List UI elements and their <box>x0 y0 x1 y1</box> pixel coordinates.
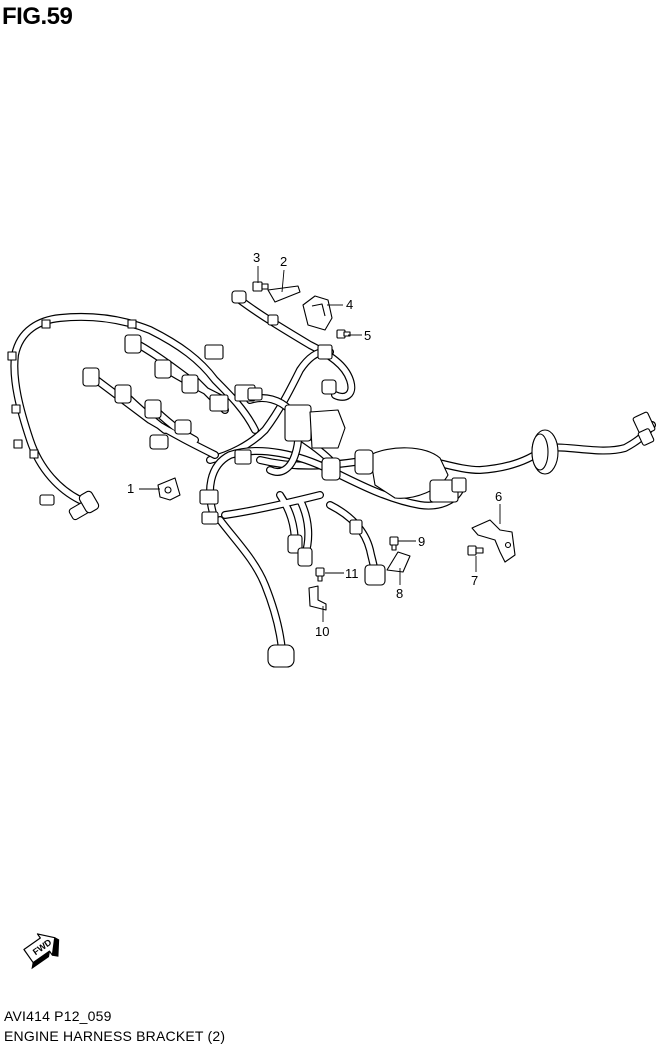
part-5-bolt <box>336 329 351 339</box>
part-7-bolt <box>467 545 484 556</box>
callout-11: 11 <box>345 566 359 581</box>
fwd-arrow-icon: FWD <box>23 933 60 970</box>
part-2-bracket <box>267 285 301 303</box>
callout-2: 2 <box>280 254 287 269</box>
callout-7: 7 <box>471 573 478 588</box>
leader-lines <box>139 266 501 622</box>
callout-9: 9 <box>418 534 425 549</box>
figure-name: ENGINE HARNESS BRACKET (2) <box>4 1028 226 1044</box>
part-4-bracket <box>302 295 333 331</box>
callout-labels: 1 2 3 4 5 6 7 8 9 10 11 <box>127 250 502 639</box>
callout-5: 5 <box>364 328 371 343</box>
bracket-parts <box>157 281 516 611</box>
part-8-bracket <box>386 551 411 573</box>
part-3-bolt <box>252 281 269 292</box>
figure-code: AVI414 P12_059 <box>4 1008 112 1024</box>
part-10-bracket <box>308 585 327 611</box>
figure-title: FIG.59 <box>2 3 73 30</box>
callout-8: 8 <box>396 586 403 601</box>
part-11-bolt <box>315 567 325 582</box>
harness-connectors <box>7 290 656 668</box>
callout-3: 3 <box>253 250 260 265</box>
callout-1: 1 <box>127 481 134 496</box>
part-9-bolt <box>389 536 399 551</box>
callout-4: 4 <box>346 297 353 312</box>
callout-6: 6 <box>495 489 502 504</box>
part-6-bracket <box>471 519 516 563</box>
callout-10: 10 <box>315 624 329 639</box>
